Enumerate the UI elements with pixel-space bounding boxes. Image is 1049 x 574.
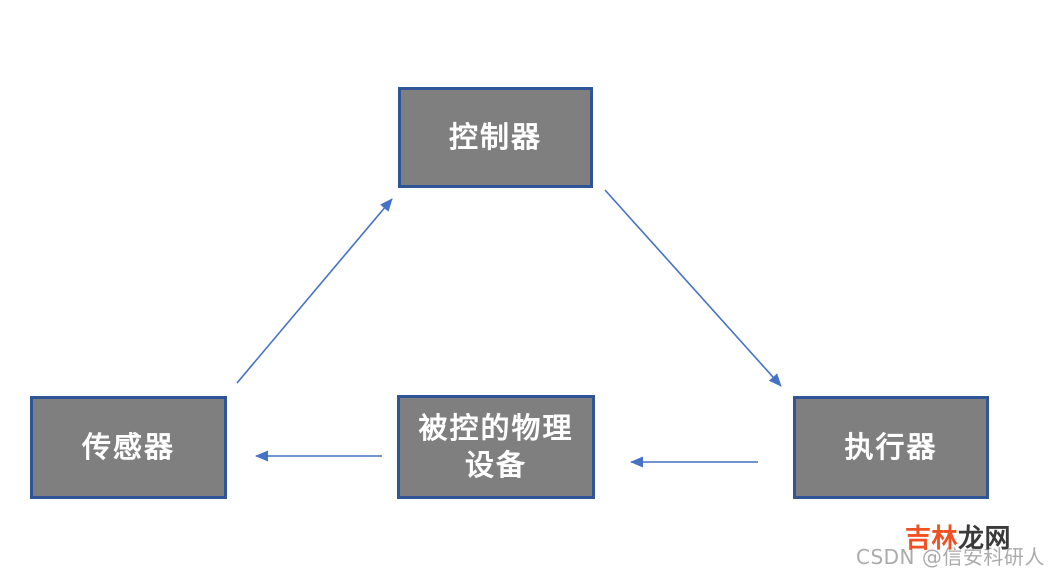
node-controller: 控制器 <box>398 87 593 188</box>
node-sensor-label: 传感器 <box>81 430 175 464</box>
watermark-site-name: 吉林龙网 <box>905 518 1011 555</box>
node-device: 被控的物理 设备 <box>397 395 595 499</box>
node-controller-label: 控制器 <box>448 120 542 154</box>
node-device-label-line1: 被控的物理 <box>418 411 574 445</box>
node-actuator-label: 执行器 <box>844 430 938 464</box>
node-device-label-line2: 设备 <box>464 448 527 482</box>
node-sensor: 传感器 <box>30 396 227 499</box>
watermark-site-part2: 龙网 <box>958 524 1012 554</box>
watermark-site-part1: 吉林 <box>905 524 959 554</box>
watermark-credit: CSDN @信安科研人 <box>856 545 1045 569</box>
arrow-sensor-to-controller <box>236 198 393 384</box>
arrow-controller-to-actuator <box>604 189 782 387</box>
node-actuator: 执行器 <box>793 396 989 499</box>
